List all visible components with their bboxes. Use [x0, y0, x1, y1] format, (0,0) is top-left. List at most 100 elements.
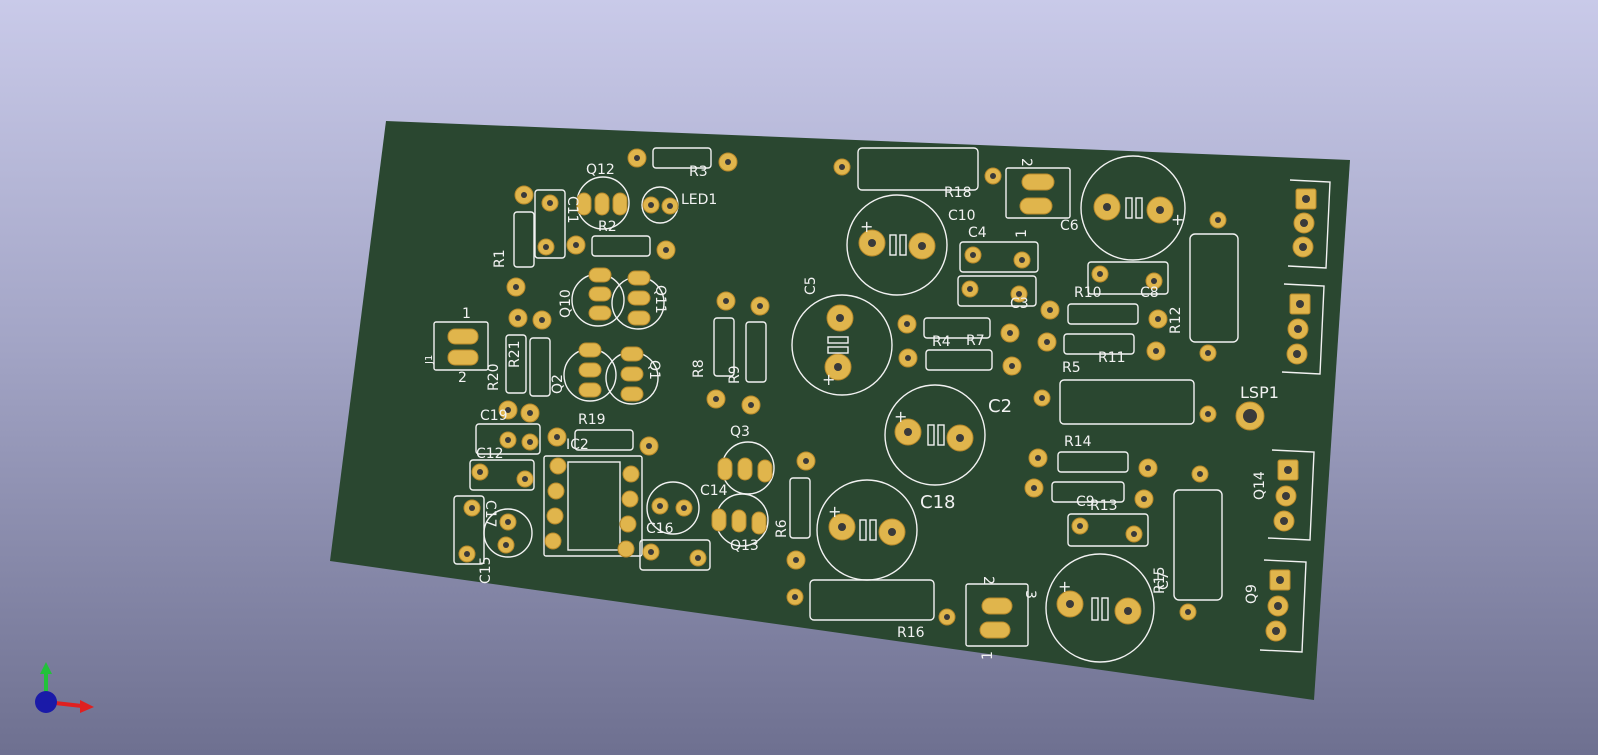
- component-R9: R9: [727, 296, 770, 415]
- component-R3: R3: [627, 147, 738, 180]
- header-mid-right: [1281, 283, 1325, 375]
- label-C5: C5: [803, 276, 819, 295]
- component-C11: C11: [534, 189, 580, 259]
- label-R5: R5: [1062, 360, 1081, 376]
- component-C12: C12: [469, 446, 535, 491]
- component-C14: C14: [700, 483, 728, 499]
- component-R19: R19: [547, 412, 659, 456]
- label-conn-bottom-pin3: 3: [1022, 590, 1038, 599]
- label-C15: C15: [478, 556, 494, 584]
- component-C19: C19: [475, 408, 541, 455]
- label-R19: R19: [578, 412, 606, 428]
- svg-text:+: +: [1171, 210, 1184, 229]
- svg-text:+: +: [822, 370, 835, 389]
- label-R3: R3: [689, 164, 708, 180]
- svg-text:+: +: [1058, 577, 1071, 596]
- component-R10: R10: [1040, 285, 1168, 329]
- label-conn-top-pin1: 1: [1014, 229, 1030, 238]
- label-R8: R8: [691, 359, 707, 378]
- label-Q2: Q2: [550, 374, 566, 394]
- label-conn-top-pin2: 2: [1018, 158, 1034, 167]
- component-C10: + C10: [846, 194, 976, 296]
- component-C16: C16: [639, 481, 711, 571]
- component-Q9: Q9: [1244, 559, 1307, 653]
- component-R21: R21: [507, 310, 552, 423]
- label-C16: C16: [646, 521, 674, 537]
- label-R14: R14: [1064, 434, 1092, 450]
- component-Q1: Q1: [605, 346, 662, 405]
- component-R13: R13: [1024, 478, 1154, 514]
- component-C5: + C5: [791, 276, 893, 396]
- component-IC2: IC2: [543, 437, 643, 558]
- label-J1-pin2: 2: [458, 370, 467, 386]
- label-R20: R20: [486, 363, 502, 391]
- component-R11: R11: [1037, 332, 1166, 366]
- label-Q9: Q9: [1244, 584, 1260, 604]
- label-Q10: Q10: [558, 289, 574, 318]
- header-top-right: [1287, 179, 1331, 269]
- component-R5: R5: [1033, 360, 1217, 425]
- label-C10: C10: [948, 208, 976, 224]
- component-C8: C8: [1087, 261, 1169, 301]
- xyz-axis-icon: [35, 662, 94, 713]
- label-C7: C7: [1156, 571, 1172, 590]
- component-R20: R20: [486, 308, 528, 420]
- label-R21: R21: [507, 340, 523, 368]
- label-Q12: Q12: [586, 162, 615, 178]
- connector-bottom: 2 3 1: [965, 576, 1038, 660]
- component-C18: + C18: [816, 479, 955, 581]
- component-R7: R7: [897, 314, 1020, 349]
- component-R14: R14: [1028, 434, 1158, 478]
- label-R4: R4: [932, 334, 951, 350]
- component-R15: R15: [1152, 465, 1223, 621]
- label-R18: R18: [944, 185, 972, 201]
- label-Q11: Q11: [652, 285, 668, 314]
- component-R18: R18: [833, 147, 1002, 201]
- label-conn-bottom-pin1: 1: [980, 651, 996, 660]
- label-C2: C2: [988, 396, 1012, 417]
- component-R1: R1: [492, 185, 535, 297]
- label-Q14: Q14: [1252, 471, 1268, 500]
- component-C9: C9: [1067, 494, 1149, 547]
- component-C7: + C7: [1045, 553, 1172, 663]
- label-Q13: Q13: [730, 538, 759, 554]
- component-R8: R8: [691, 291, 736, 409]
- component-Q12: Q12: [576, 162, 630, 230]
- svg-text:+: +: [894, 407, 907, 426]
- component-C2: + C2: [884, 384, 1012, 486]
- label-conn-bottom-pin2: 2: [980, 576, 996, 585]
- component-C15: C15: [478, 508, 533, 584]
- label-LED1: LED1: [681, 192, 717, 208]
- label-Q3: Q3: [730, 424, 750, 440]
- label-C8: C8: [1140, 285, 1159, 301]
- label-J1-pin1: 1: [462, 306, 471, 322]
- component-C6: + C6: [1060, 155, 1186, 261]
- label-LSP1: LSP1: [1240, 383, 1279, 402]
- label-C11: C11: [564, 196, 580, 224]
- pcb-board: [330, 121, 1350, 700]
- component-Q11: Q11: [611, 270, 668, 330]
- label-R12: R12: [1168, 306, 1184, 334]
- component-R4: R4: [898, 334, 1022, 376]
- label-R13: R13: [1090, 498, 1118, 514]
- label-R10: R10: [1074, 285, 1102, 301]
- label-IC2: IC2: [566, 437, 589, 453]
- label-R16: R16: [897, 625, 925, 641]
- component-R2: R2: [566, 219, 676, 260]
- component-LED1: LED1: [641, 186, 717, 224]
- component-Q3: Q3: [717, 424, 775, 495]
- component-Q14: Q14: [1252, 449, 1315, 541]
- component-C4: C4: [959, 225, 1039, 273]
- label-C12: C12: [476, 446, 504, 462]
- component-R16: R16: [786, 579, 956, 641]
- label-J1: J1: [424, 355, 435, 365]
- connector-top: 2 1: [1005, 158, 1071, 238]
- label-R2: R2: [598, 219, 617, 235]
- label-R11: R11: [1098, 350, 1126, 366]
- component-Q10: Q10: [558, 267, 625, 327]
- label-R6: R6: [774, 519, 790, 538]
- label-R9: R9: [727, 365, 743, 384]
- component-R12: R12: [1168, 211, 1239, 362]
